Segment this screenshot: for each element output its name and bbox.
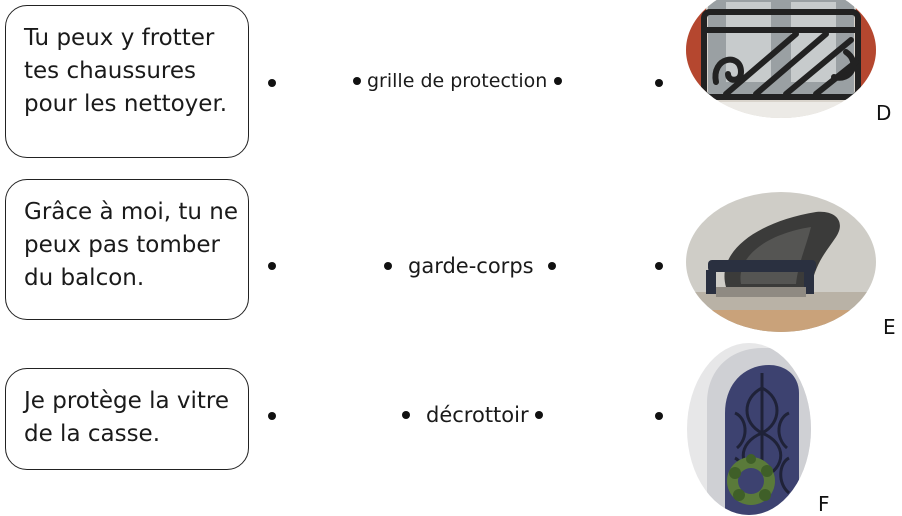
word-2-right-dot[interactable] — [547, 262, 556, 270]
photo-d-letter: D — [876, 101, 892, 125]
photo-e — [686, 192, 876, 332]
clue-box-3: Je protège la vitre de la casse. — [5, 368, 249, 470]
word-row-2: garde-corps — [384, 252, 556, 280]
boot-scraper-icon — [686, 192, 876, 332]
photo-e-letter: E — [883, 315, 896, 339]
word-3-label: décrottoir — [426, 403, 529, 427]
photo-f-letter: F — [818, 492, 830, 516]
word-2-label: garde-corps — [408, 254, 534, 278]
photo-d — [686, 0, 876, 118]
photo-e-dot[interactable] — [655, 262, 663, 270]
photo-f — [687, 343, 811, 515]
clue-1-dot[interactable] — [268, 79, 276, 87]
word-3-left-dot[interactable] — [402, 411, 410, 419]
word-3-right-dot[interactable] — [534, 411, 543, 419]
word-row-1: grille de protection — [353, 68, 563, 94]
word-1-right-dot[interactable] — [554, 77, 563, 85]
clue-box-2: Grâce à moi, tu ne peux pas tomber du ba… — [5, 179, 249, 320]
clue-2-dot[interactable] — [268, 262, 276, 270]
balcony-railing-icon — [686, 0, 876, 118]
clue-box-1: Tu peux y frotter tes chaussures pour le… — [5, 5, 249, 158]
word-1-label: grille de protection — [367, 70, 548, 92]
photo-d-dot[interactable] — [655, 79, 663, 87]
photo-f-dot[interactable] — [655, 412, 663, 420]
word-1-left-dot[interactable] — [353, 77, 361, 85]
clue-3-dot[interactable] — [268, 412, 276, 420]
window-grille-icon — [687, 343, 811, 515]
word-2-left-dot[interactable] — [384, 262, 392, 270]
word-row-3: décrottoir — [402, 401, 543, 429]
